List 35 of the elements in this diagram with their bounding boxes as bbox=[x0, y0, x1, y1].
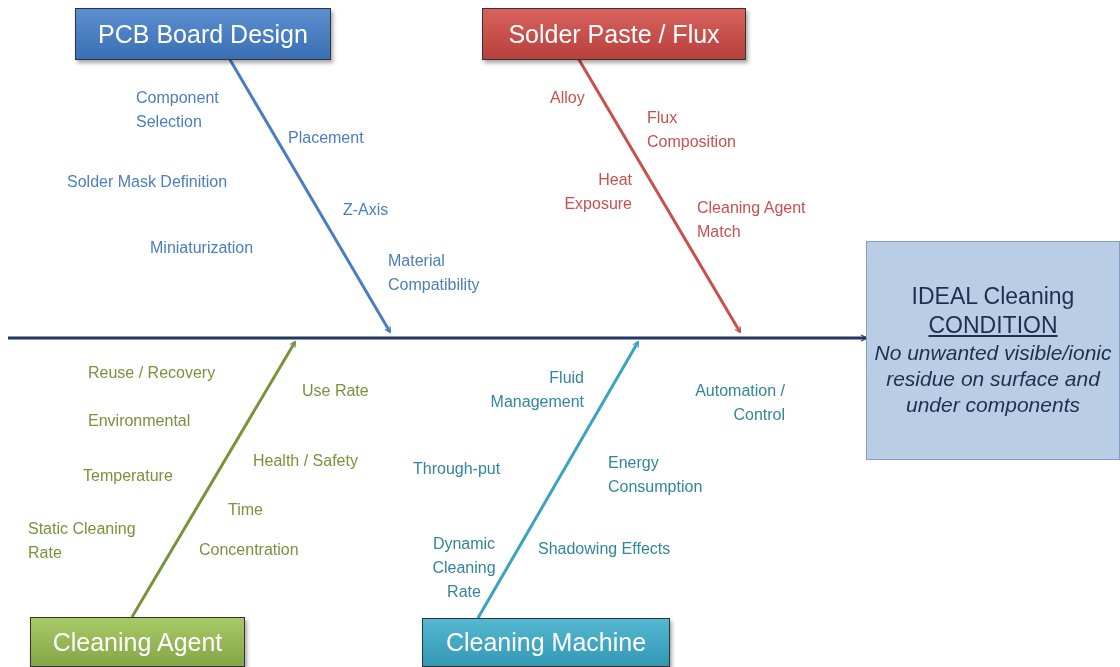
cause-label: Health / Safety bbox=[253, 451, 359, 471]
effect-heading: CONDITION bbox=[928, 311, 1058, 340]
arrow bbox=[130, 340, 297, 618]
cause-label: Use Rate bbox=[302, 381, 370, 401]
cause-label: Concentration bbox=[199, 540, 300, 560]
cause-label: Dynamic Cleaning Rate bbox=[431, 534, 497, 602]
cause-label: Material Compatibility bbox=[388, 251, 481, 295]
cause-label: Solder Mask Definition bbox=[67, 172, 229, 192]
arrow bbox=[8, 334, 868, 342]
cause-label: Flux Composition bbox=[647, 108, 737, 152]
cause-label: Heat Exposure bbox=[563, 170, 632, 214]
cause-label: Z-Axis bbox=[343, 200, 390, 220]
category-box: PCB Board Design bbox=[75, 8, 331, 60]
effect-heading: IDEAL Cleaning bbox=[911, 282, 1075, 312]
cause-label: Component Selection bbox=[136, 88, 220, 132]
cause-label: Alloy bbox=[550, 88, 586, 108]
cause-label: Energy Consumption bbox=[608, 453, 704, 497]
category-box: Solder Paste / Flux bbox=[482, 8, 746, 60]
cause-label: Environmental bbox=[88, 411, 192, 431]
cause-label: Fluid Management bbox=[489, 368, 584, 412]
effect-box bbox=[866, 241, 1120, 460]
cause-label: Cleaning Agent Match bbox=[697, 198, 807, 242]
cause-label: Time bbox=[228, 500, 264, 520]
cause-label: Static Cleaning Rate bbox=[28, 519, 137, 563]
cause-label: Temperature bbox=[83, 466, 174, 486]
cause-label: Shadowing Effects bbox=[538, 539, 672, 559]
cause-label: Placement bbox=[288, 128, 365, 148]
cause-label: Automation / Control bbox=[694, 381, 785, 425]
category-box: Cleaning Agent bbox=[30, 617, 245, 667]
arrow bbox=[476, 340, 640, 619]
cause-label: Through-put bbox=[413, 459, 502, 479]
cause-label: Miniaturization bbox=[150, 238, 255, 258]
effect-description: No unwanted visible/ionic residue on surface and under components bbox=[873, 339, 1113, 419]
category-box: Cleaning Machine bbox=[422, 618, 670, 667]
cause-label: Reuse / Recovery bbox=[88, 363, 217, 383]
